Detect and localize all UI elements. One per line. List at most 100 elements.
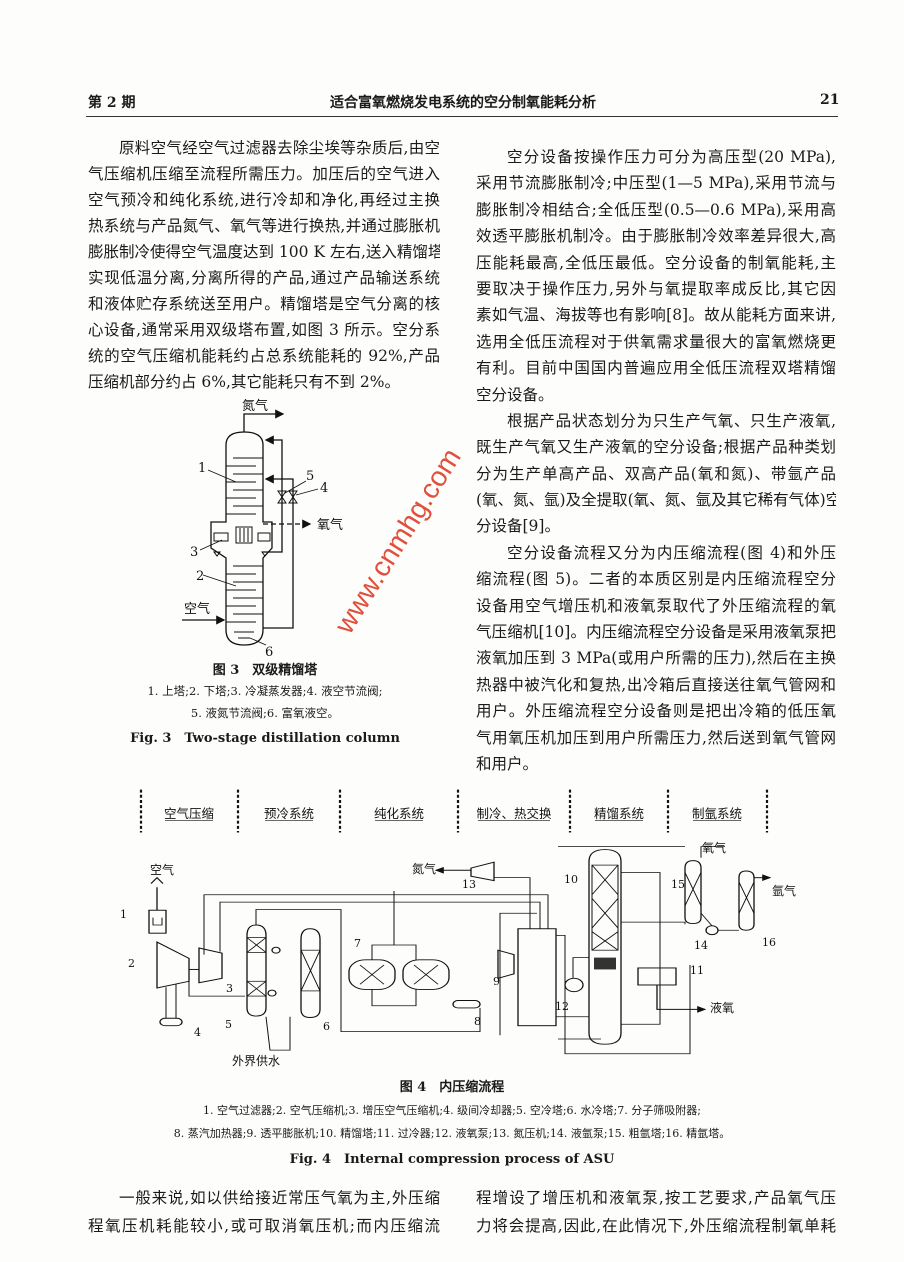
text-line: 气用氧压机加压到用户所需压力,然后送到氧气管网 bbox=[476, 728, 836, 747]
subcooler bbox=[637, 967, 677, 986]
text-line: 一般来说,如以供给接近常压气氧为主,外压缩 bbox=[119, 1189, 440, 1207]
label-nitrogen: 氮气 bbox=[242, 398, 268, 414]
main-heat-exchanger bbox=[517, 928, 557, 1027]
figure-3-legend-line: 5. 液氮节流阀;6. 富氧液空。 bbox=[190, 706, 340, 720]
label-num: 16 bbox=[762, 936, 776, 949]
label-num: 10 bbox=[564, 873, 578, 886]
booster-compressor bbox=[198, 947, 223, 984]
label-num: 13 bbox=[462, 878, 476, 891]
label-air: 空气 bbox=[184, 601, 210, 617]
distillation-column bbox=[210, 431, 273, 646]
right-column: 空分设备按操作压力可分为高压型(20 MPa),采用节流膨胀制冷;中压型(1—5… bbox=[476, 144, 836, 777]
text-line: 膨胀制冷相结合;全低压型(0.5—0.6 MPa),采用高 bbox=[476, 200, 836, 219]
air-filter bbox=[148, 909, 167, 934]
text-line: 空分设备流程又分为内压缩流程(图 4)和外压 bbox=[507, 543, 836, 562]
figure-4-geometry bbox=[139, 789, 772, 1055]
text-line: 实现低温分离,分离所得的产品,通过产品输送系统 bbox=[88, 269, 440, 287]
section-argon: 制氩系统 bbox=[692, 806, 742, 821]
running-title: 适合富氧燃烧发电系统的空分制氧能耗分析 bbox=[330, 95, 596, 111]
text-line: 膨胀制冷使得空气温度达到 100 K 左右,送入精馏塔 bbox=[88, 243, 440, 261]
figure-3-title: 图 3 双级精馏塔 bbox=[212, 663, 318, 678]
text-line: 设备用空气增压机和液氧泵取代了外压缩流程的氧 bbox=[476, 596, 836, 615]
intercooler bbox=[159, 1017, 183, 1027]
upper-trays bbox=[226, 457, 263, 515]
air-intake-pipe bbox=[150, 876, 164, 911]
label-num: 14 bbox=[694, 939, 708, 952]
text-line: 素如气温、海拔等也有影响[8]。故从能耗方面来讲, bbox=[476, 306, 836, 325]
air-cooling-tower bbox=[246, 924, 267, 1017]
figure-3-caption-en: Fig. 3 Two-stage distillation column bbox=[130, 731, 400, 746]
process-pipes bbox=[188, 846, 739, 1055]
text-line: 空分设备按操作压力可分为高压型(20 MPa), bbox=[507, 148, 836, 166]
section-dividers bbox=[139, 789, 769, 833]
page-number: 21 bbox=[820, 92, 840, 108]
text-line: 心设备,通常采用双级塔布置,如图 3 所示。空分系 bbox=[88, 321, 440, 339]
label-num: 9 bbox=[493, 975, 500, 988]
air-compressor bbox=[156, 941, 190, 989]
figure-4-legend-line: 8. 蒸汽加热器;9. 透平膨胀机;10. 精馏塔;11. 过冷器;12. 液氧… bbox=[173, 1127, 731, 1140]
label-num: 6 bbox=[323, 1020, 330, 1033]
label-num: 7 bbox=[354, 937, 361, 950]
figure-3-diagram: 氮气 氧气 空气 1 2 3 4 5 6 bbox=[182, 398, 343, 660]
leader-lines bbox=[199, 469, 319, 646]
text-line: 气压缩机[10]。内压缩流程空分设备是采用液氧泵把 bbox=[476, 623, 836, 642]
text-line: 热系统与产品氮气、氧气等进行换热,并通过膨胀机 bbox=[88, 217, 440, 235]
bottom-left-text: 一般来说,如以供给接近常压气氧为主,外压缩 程氧压机耗能较小,或可取消氧压机;而… bbox=[88, 1184, 440, 1240]
label-num: 1 bbox=[198, 461, 206, 476]
label-num: 4 bbox=[194, 1026, 201, 1039]
text-line: 力将会提高,因此,在此情况下,外压缩流程制氧单耗 bbox=[476, 1217, 836, 1235]
text-line: 和液体贮存系统送至用户。精馏塔是空气分离的核 bbox=[88, 295, 440, 313]
lower-trays bbox=[226, 565, 263, 639]
figure-4-caption-en: Fig. 4 Internal compression process of A… bbox=[289, 1152, 615, 1167]
label-num: 4 bbox=[320, 481, 328, 496]
section-purification: 纯化系统 bbox=[374, 806, 424, 821]
text-line: 统的空气压缩机能耗约占总系统能耗的 92%,产品 bbox=[88, 347, 440, 365]
crude-argon-column bbox=[684, 860, 702, 925]
label-num: 11 bbox=[690, 964, 704, 977]
section-refrigeration-heat-exchange: 制冷、热交换 bbox=[476, 806, 552, 821]
text-line: 效透平膨胀机制冷。由于膨胀制冷效率差异很大,高 bbox=[476, 227, 836, 246]
section-air-compression: 空气压缩 bbox=[164, 806, 214, 821]
text-line: 缩流程(图 5)。二者的本质区别是内压缩流程空分 bbox=[476, 570, 836, 589]
text-line: 根据产品状态划分为只生产气氧、只生产液氧, bbox=[507, 411, 836, 430]
steam-heater bbox=[452, 1000, 481, 1009]
label-num: 12 bbox=[555, 1000, 569, 1013]
text-line: 液氧加压到 3 MPa(或用户所需的压力),然后在主换 bbox=[476, 649, 836, 668]
expander bbox=[497, 949, 515, 980]
text-line: 选用全低压流程对于供氧需求量很大的富氧燃烧更 bbox=[476, 332, 836, 351]
text-line: 用户。外压缩流程空分设备则是把出冷箱的低压氧 bbox=[476, 702, 836, 721]
section-rectification: 精馏系统 bbox=[594, 806, 644, 821]
label-water-supply: 外界供水 bbox=[232, 1054, 280, 1068]
pure-argon-column bbox=[738, 870, 755, 931]
left-column: 原料空气经空气过滤器去除尘埃等杂质后,由空气压缩机压缩至流程所需压力。加压后的空… bbox=[88, 135, 440, 395]
text-line: 空分设备。 bbox=[476, 385, 554, 404]
nitrogen-outlet-pipe bbox=[243, 409, 285, 432]
text-line: 压能耗最高,全低压最低。空分设备的制氧能耗,主 bbox=[476, 253, 836, 272]
text-line: 热器中被汽化和复热,出冷箱后直接送往氧气管网和 bbox=[476, 675, 836, 694]
valve-5-icon bbox=[277, 490, 287, 504]
label-liquid-oxygen: 液氧 bbox=[710, 1000, 734, 1015]
text-line: 原料空气经空气过滤器去除尘埃等杂质后,由空 bbox=[119, 139, 440, 157]
label-num: 5 bbox=[306, 469, 314, 484]
text-line: 既生产气氧又生产液氧的空分设备;根据产品种类划 bbox=[476, 438, 836, 457]
figure-4-legend-line: 1. 空气过滤器;2. 空气压缩机;3. 增压空气压缩机;4. 级间冷却器;5.… bbox=[203, 1104, 701, 1117]
bottom-right-text: 程增设了增压机和液氧泵,按工艺要求,产品氧气压 力将会提高,因此,在此情况下,外… bbox=[476, 1184, 836, 1240]
label-num: 6 bbox=[265, 645, 273, 660]
figure-4-diagram: 空气压缩 预冷系统 纯化系统 制冷、热交换 精馏系统 制氩系统 空气 氮气 氧气… bbox=[120, 789, 796, 1068]
text-line: 有利。目前中国国内普遍应用全低压流程双塔精馏 bbox=[476, 359, 836, 378]
label-num: 3 bbox=[226, 982, 233, 995]
section-precooling: 预冷系统 bbox=[264, 806, 314, 821]
label-num: 2 bbox=[128, 957, 135, 970]
label-oxygen: 氧气 bbox=[702, 840, 726, 855]
text-line: 空气预冷和纯化系统,进行冷却和净化,再经过主换 bbox=[88, 191, 440, 209]
label-num: 15 bbox=[671, 878, 685, 891]
figure-4-title: 图 4 内压缩流程 bbox=[399, 1080, 505, 1095]
text-line: 气压缩机压缩至流程所需压力。加压后的空气进入 bbox=[88, 165, 440, 183]
condenser-evaporator bbox=[213, 526, 271, 557]
label-oxygen: 氧气 bbox=[317, 517, 343, 533]
label-nitrogen: 氮气 bbox=[412, 861, 436, 876]
liquid-argon-pump bbox=[705, 925, 719, 936]
issue-number: 第 2 期 bbox=[88, 95, 136, 111]
text-line: 和用户。 bbox=[476, 754, 539, 773]
